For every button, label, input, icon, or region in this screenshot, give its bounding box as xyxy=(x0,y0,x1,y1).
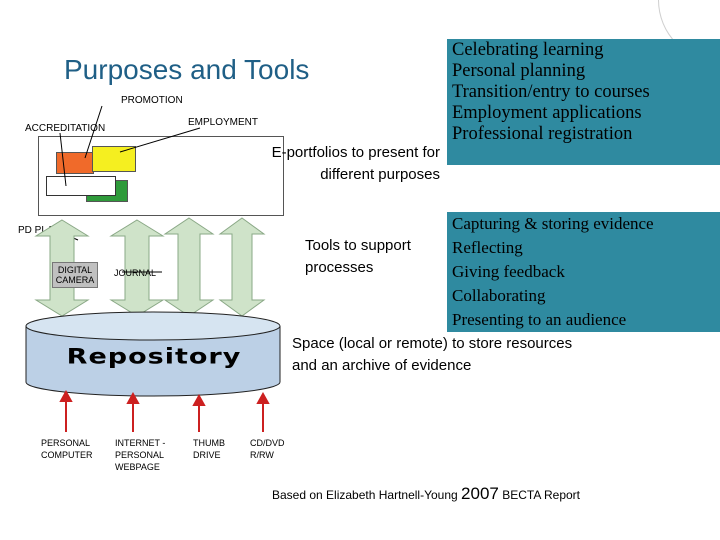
processes-caption-line-1: Tools to support xyxy=(305,237,411,254)
device-internet-webpage: INTERNET - PERSONAL WEBPAGE xyxy=(115,437,165,473)
digital-camera-line-1: DIGITAL xyxy=(57,265,93,275)
space-caption-line-2: and an archive of evidence xyxy=(292,357,472,374)
device-1-line-2: COMPUTER xyxy=(41,450,93,460)
process-item: Giving feedback xyxy=(452,262,565,281)
purpose-item: Professional registration xyxy=(452,124,633,144)
arrow-4 xyxy=(218,217,266,317)
device-1-line-1: PERSONAL xyxy=(41,438,91,448)
credit-year: 2007 xyxy=(461,484,499,503)
credit-prefix: Based on Elizabeth Hartnell-Young xyxy=(272,488,458,502)
space-caption: Space (local or remote) to store resourc… xyxy=(292,333,572,377)
device-thumb-drive: THUMB DRIVE xyxy=(193,437,225,461)
device-3-line-2: DRIVE xyxy=(193,450,221,460)
device-2-line-1: INTERNET - xyxy=(115,438,166,448)
red-arrow-3-head xyxy=(192,393,206,406)
repository-label: Repository xyxy=(66,344,242,369)
eportfolio-yellow-window xyxy=(92,146,136,172)
red-arrow-4-head xyxy=(256,391,270,404)
repository-cylinder xyxy=(25,311,281,397)
red-arrow-2-head xyxy=(126,391,140,404)
eportfolio-white-window xyxy=(46,176,116,196)
processes-caption-line-2: processes xyxy=(305,259,374,276)
device-4-line-2: R/RW xyxy=(250,450,274,460)
purpose-item: Personal planning xyxy=(452,61,586,81)
credit-line: Based on Elizabeth Hartnell-Young 2007 B… xyxy=(272,484,580,504)
credit-suffix: BECTA Report xyxy=(502,488,581,502)
label-accreditation: ACCREDITATION xyxy=(25,123,106,134)
processes-caption: Tools to support processes xyxy=(305,235,411,279)
process-item: Presenting to an audience xyxy=(452,310,627,329)
process-item: Capturing & storing evidence xyxy=(452,214,654,233)
purposes-caption-line-2: different purposes xyxy=(320,166,440,183)
label-employment: EMPLOYMENT xyxy=(188,117,259,128)
label-promotion: PROMOTION xyxy=(121,95,183,106)
device-3-line-1: THUMB xyxy=(193,438,225,448)
process-item: Collaborating xyxy=(452,286,546,305)
process-item: Reflecting xyxy=(452,238,523,257)
device-4-line-1: CD/DVD xyxy=(250,438,285,448)
promotion-pointer xyxy=(84,105,103,159)
page-title: Purposes and Tools xyxy=(64,54,310,85)
space-caption-line-1: Space (local or remote) to store resourc… xyxy=(292,335,573,352)
employment-pointer xyxy=(119,127,201,153)
accreditation-pointer xyxy=(59,132,67,187)
purposes-caption: E-portfolios to present for different pu… xyxy=(240,142,440,186)
processes-box: Capturing & storing evidence Reflecting … xyxy=(447,212,720,332)
device-2-line-3: WEBPAGE xyxy=(115,462,160,472)
label-pd-plan: PD PLAN xyxy=(18,225,61,236)
device-cd-dvd: CD/DVD R/RW xyxy=(250,437,285,461)
digital-camera-box: DIGITAL CAMERA xyxy=(52,262,98,288)
device-personal-computer: PERSONAL COMPUTER xyxy=(41,437,93,461)
purpose-item: Transition/entry to courses xyxy=(452,82,650,102)
purposes-caption-line-1: E-portfolios to present for xyxy=(271,144,440,161)
arrow-3 xyxy=(163,217,215,317)
device-2-line-2: PERSONAL xyxy=(115,450,165,460)
purpose-item: Celebrating learning xyxy=(452,40,604,60)
red-arrow-1-head xyxy=(59,389,73,402)
label-journal: JOURNAL xyxy=(114,268,157,278)
purposes-box: Celebrating learning Personal planning T… xyxy=(447,39,720,165)
digital-camera-line-2: CAMERA xyxy=(55,275,95,285)
purpose-item: Employment applications xyxy=(452,103,642,123)
